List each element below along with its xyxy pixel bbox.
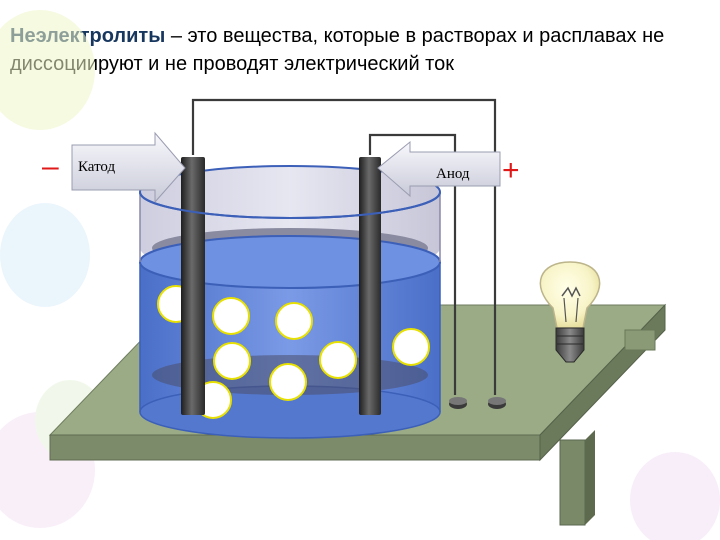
terminals [449,397,506,409]
molecule [213,342,251,380]
minus-sign: – [42,150,59,183]
molecule [319,341,357,379]
cathode-arrow: Катод – [42,131,186,204]
molecule [269,363,307,401]
cathode-label: Катод [78,159,116,175]
beaker-rim [139,191,441,219]
electrodes [181,157,381,415]
plus-sign: + [502,154,520,187]
circuit-wires [191,98,497,395]
molecule [275,302,313,340]
anode-arrow: Анод + [377,140,520,198]
anode-label: Анод [436,166,470,182]
molecule [212,297,250,335]
heading-text: – это вещества, которые в растворах и ра… [10,25,665,75]
anode-electrode [359,157,381,415]
molecule [392,328,430,366]
light-bulb-icon [539,261,601,363]
cathode-electrode [181,157,205,415]
